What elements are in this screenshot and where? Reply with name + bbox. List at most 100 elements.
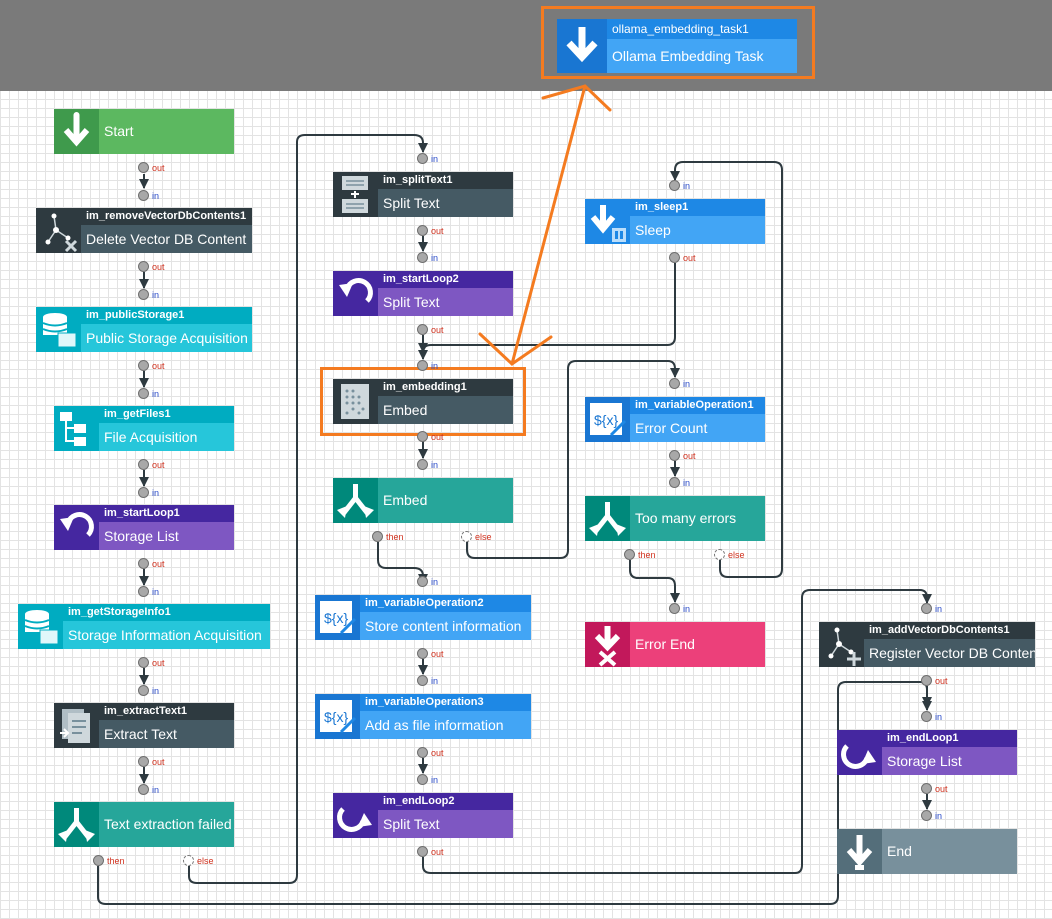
port-label: in [683,181,691,191]
port-dot[interactable] [138,685,149,696]
port-label: else [197,856,214,866]
port-dot[interactable] [138,289,149,300]
port-dot[interactable] [417,747,428,758]
port-dot[interactable] [138,756,149,767]
loop-start-icon [333,271,378,316]
var-op2-node[interactable]: ${x} im_variableOperation2 Store content… [315,595,531,640]
sleep-node[interactable]: im_sleep1 Sleep [585,199,765,244]
port-dot[interactable] [921,711,932,722]
port-dot[interactable] [417,846,428,857]
wire [377,542,428,584]
port-dot[interactable] [921,603,932,614]
port-label: out [935,784,948,794]
port-dot[interactable] [183,855,194,866]
port-dot[interactable] [138,261,149,272]
text-failed-branch-node[interactable]: Text extraction failed [54,802,234,847]
loop-end-icon [837,730,882,775]
port-dot[interactable] [669,180,680,191]
port-dot[interactable] [417,431,428,442]
port-dot[interactable] [624,549,635,560]
port-dot[interactable] [921,783,932,794]
node-id: im_splitText1 [378,172,513,189]
get-files-node[interactable]: im_getFiles1 File Acquisition [54,406,234,451]
port-dot[interactable] [372,531,383,542]
port-dot[interactable] [417,153,428,164]
error-end-node[interactable]: Error End [585,622,765,667]
ollama-embedding-task-node[interactable]: ollama_embedding_task1 Ollama Embedding … [557,19,797,73]
svg-text:${x}: ${x} [594,412,618,428]
database-folder-icon [36,307,81,352]
start-loop2-node[interactable]: im_startLoop2 Split Text [333,271,513,316]
node-label: Embed [378,478,513,523]
node-label: Storage List [882,747,1017,775]
end-loop1-node[interactable]: im_endLoop1 Storage List [837,730,1017,775]
port-dot[interactable] [669,603,680,614]
highlight-box-embedding [320,367,526,436]
port-label: out [152,163,165,173]
port-dot[interactable] [138,657,149,668]
node-id: im_endLoop2 [378,793,513,810]
port-label: out [683,253,696,263]
extract-text-node[interactable]: im_extractText1 Extract Text [54,703,234,748]
port-dot[interactable] [417,675,428,686]
port-dot[interactable] [669,477,680,488]
port-dot[interactable] [669,378,680,389]
node-label: Embed [378,396,513,424]
highlight-arrow [541,84,612,112]
port-label: out [152,262,165,272]
port-dot[interactable] [921,675,932,686]
port-dot[interactable] [417,252,428,263]
remove-vectordb-node[interactable]: im_removeVectorDbContents1 Delete Vector… [36,208,252,253]
port-dot[interactable] [417,648,428,659]
port-dot[interactable] [138,190,149,201]
port-dot[interactable] [417,576,428,587]
port-dot[interactable] [461,531,472,542]
branch-icon [585,496,630,541]
add-vectordb-node[interactable]: im_addVectorDbContents1 Register Vector … [819,622,1035,667]
too-many-errors-branch-node[interactable]: Too many errors [585,496,765,541]
node-id: im_publicStorage1 [81,307,252,324]
port-label: in [431,253,439,263]
embed-branch-node[interactable]: Embed [333,478,513,523]
highlight-arrow [510,84,587,366]
split-text-node[interactable]: im_splitText1 Split Text [333,172,513,217]
port-label: out [431,226,444,236]
branch-icon [54,802,99,847]
port-label: out [935,676,948,686]
var-op1-node[interactable]: ${x} im_variableOperation1 Error Count [585,397,765,442]
split-document-icon [333,172,378,217]
port-dot[interactable] [921,810,932,821]
port-dot[interactable] [417,225,428,236]
port-dot[interactable] [138,487,149,498]
port-label: in [152,686,160,696]
end-node[interactable]: End [837,829,1017,874]
port-dot[interactable] [138,784,149,795]
port-dot[interactable] [138,388,149,399]
port-dot[interactable] [714,549,725,560]
port-dot[interactable] [417,459,428,470]
get-storage-info-node[interactable]: im_getStorageInfo1 Storage Information A… [18,604,270,649]
var-op3-node[interactable]: ${x} im_variableOperation3 Add as file i… [315,694,531,739]
port-label: in [152,785,160,795]
port-dot[interactable] [138,586,149,597]
end-loop2-node[interactable]: im_endLoop2 Split Text [333,793,513,838]
port-label: out [431,325,444,335]
port-dot[interactable] [417,774,428,785]
port-dot[interactable] [417,324,428,335]
port-dot[interactable] [138,360,149,371]
port-dot[interactable] [417,360,428,371]
port-label: out [431,432,444,442]
port-label: then [386,532,404,542]
sleep-arrow-icon [585,199,630,244]
start-loop1-node[interactable]: im_startLoop1 Storage List [54,505,234,550]
port-dot[interactable] [138,558,149,569]
public-storage-node[interactable]: im_publicStorage1 Public Storage Acquisi… [36,307,252,352]
port-dot[interactable] [669,450,680,461]
node-label: Extract Text [99,720,234,748]
port-dot[interactable] [138,459,149,470]
port-dot[interactable] [93,855,104,866]
embedding-node[interactable]: im_embedding1 Embed [333,379,513,424]
port-dot[interactable] [138,162,149,173]
start-node[interactable]: Start [54,109,234,154]
port-dot[interactable] [669,252,680,263]
